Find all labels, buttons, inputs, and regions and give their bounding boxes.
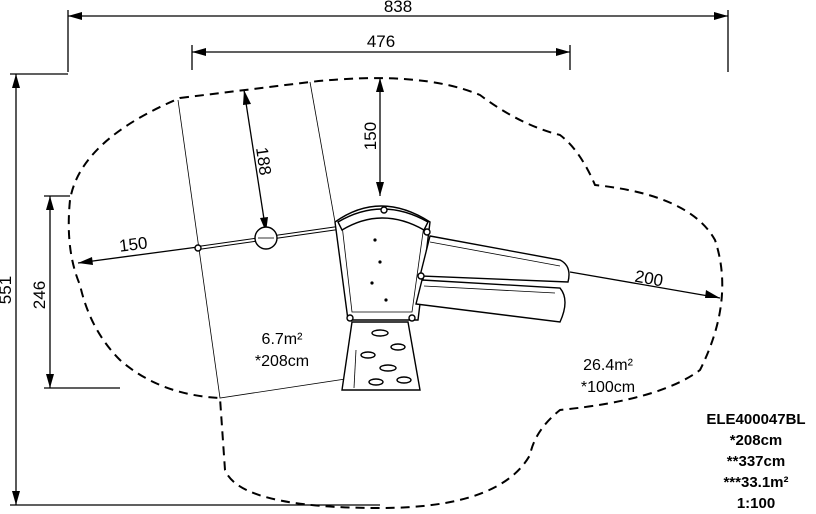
swing-beam [194,226,339,252]
spec-scale: 1:100 [737,495,775,512]
dimension-overall-height-label: 551 [0,276,15,304]
swing-zone-edge [309,81,336,223]
dimension-left-height-label: 246 [30,281,49,309]
swing-area-label: 6.7m² [262,331,304,348]
dimension-right-clearance: 200 [569,267,721,299]
dimension-top-clearance-label: 150 [361,122,380,150]
main-area-label: 26.4m² [583,357,633,374]
main-fall-height-label: *100cm [581,379,635,396]
dimension-swing-clearance-label: 188 [252,146,275,177]
dimension-overall-height: 551 [0,73,380,506]
dimension-inner-width-label: 476 [367,32,395,51]
dimension-left-clearance-label: 150 [118,233,148,255]
dimension-overall-width: 838 [67,0,729,72]
dimension-overall-width-label: 838 [384,0,412,16]
swing-zone-boundary [177,99,353,399]
dimension-swing-clearance: 188 [243,89,275,233]
dimension-right-clearance-label: 200 [633,267,664,291]
dimension-left-height: 246 [30,195,120,389]
climbing-ramp [341,321,421,391]
swing-fall-height-label: *208cm [255,353,309,370]
dimension-top-clearance: 150 [361,78,384,196]
dimension-inner-width: 476 [191,32,571,70]
spec-total-area: ***33.1m² [723,474,788,491]
slides [415,228,570,323]
safety-zone-outline [67,77,724,510]
spec-height: *208cm [730,432,783,449]
dimension-left-clearance: 150 [77,233,199,265]
spec-free-height: **337cm [727,453,785,470]
product-code: ELE400047BL [706,411,805,428]
play-tower [334,205,431,322]
